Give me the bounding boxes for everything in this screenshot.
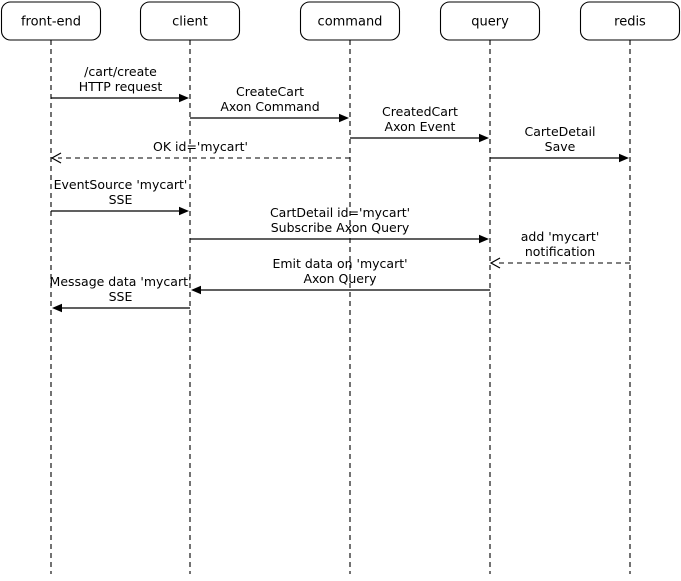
participant-query[interactable]: query — [439, 1, 541, 41]
message-label-m6: SSE — [109, 192, 133, 207]
participants-layer: front-end client command query redis — [0, 1, 681, 41]
lifelines-layer — [50, 40, 631, 574]
message-label-m4: CarteDetail — [525, 124, 596, 139]
message-label-m8: notification — [525, 244, 595, 259]
arrowhead-icon-m3 — [479, 133, 489, 143]
arrowhead-icon-m7 — [479, 234, 489, 244]
message-label-m9: Axon Query — [303, 271, 377, 286]
message-m6: EventSource 'mycart'SSE — [51, 177, 189, 216]
message-label-m10: SSE — [109, 289, 133, 304]
participant-box-command — [299, 1, 401, 41]
message-label-m7: CartDetail id='mycart' — [270, 205, 410, 220]
arrowhead-icon-m4 — [619, 153, 629, 163]
arrowhead-icon-m10 — [52, 303, 62, 313]
participant-client[interactable]: client — [139, 1, 241, 41]
participant-box-redis — [579, 1, 681, 41]
message-label-m5: OK id='mycart' — [153, 139, 248, 154]
participant-box-front-end — [0, 1, 102, 41]
arrowhead-icon-m1 — [179, 93, 189, 103]
message-m9: Emit data on 'mycart'Axon Query — [191, 256, 490, 295]
participant-front-end[interactable]: front-end — [0, 1, 102, 41]
participant-box-client — [139, 1, 241, 41]
message-label-m8: add 'mycart' — [521, 229, 600, 244]
message-label-m1: /cart/create — [84, 64, 157, 79]
message-m8: add 'mycart'notification — [489, 229, 630, 269]
participant-label-client: client — [172, 15, 208, 30]
message-label-m3: Axon Event — [385, 119, 456, 134]
message-label-m2: CreateCart — [236, 84, 304, 99]
message-label-m1: HTTP request — [79, 79, 163, 94]
message-label-m4: Save — [545, 139, 576, 154]
arrowhead-icon-m6 — [179, 206, 189, 216]
participant-label-redis: redis — [614, 15, 646, 30]
message-label-m10: Message data 'mycart' — [50, 274, 192, 289]
message-m7: CartDetail id='mycart'Subscribe Axon Que… — [190, 205, 489, 244]
participant-command[interactable]: command — [299, 1, 401, 41]
message-label-m2: Axon Command — [220, 99, 319, 114]
participant-label-command: command — [318, 15, 383, 30]
arrowhead-icon-m8 — [489, 257, 501, 269]
message-label-m3: CreatedCart — [382, 104, 458, 119]
message-label-m7: Subscribe Axon Query — [271, 220, 410, 235]
arrowhead-icon-m9 — [191, 285, 201, 295]
message-label-m6: EventSource 'mycart' — [54, 177, 188, 192]
message-m10: Message data 'mycart'SSE — [50, 274, 192, 313]
arrowhead-icon-m5 — [50, 152, 62, 164]
message-m5: OK id='mycart' — [50, 139, 350, 164]
participant-label-query: query — [471, 15, 509, 30]
participant-box-query — [439, 1, 541, 41]
arrowhead-icon-m2 — [339, 113, 349, 123]
participant-redis[interactable]: redis — [579, 1, 681, 41]
participant-label-front-end: front-end — [21, 15, 81, 30]
message-label-m9: Emit data on 'mycart' — [272, 256, 407, 271]
